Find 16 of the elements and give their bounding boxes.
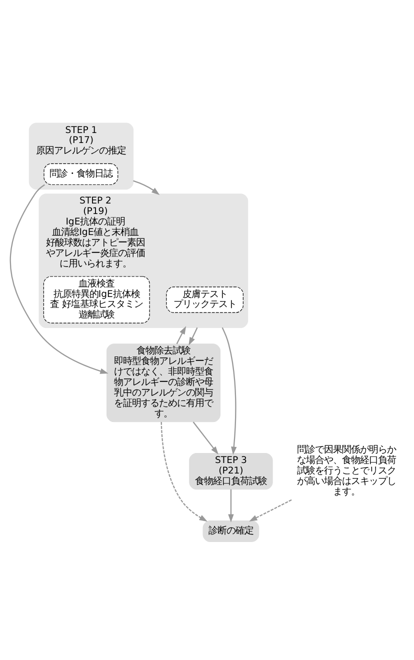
arrow xyxy=(160,422,208,522)
arrow xyxy=(222,327,237,455)
node-box: 診断の確定 xyxy=(202,520,260,542)
arrow xyxy=(228,489,234,522)
arrow xyxy=(176,326,186,344)
arrow xyxy=(249,499,292,522)
node-box: 食物除去試験 即時型食物アレルギーだけではなく、非即時型食物アレルギーの診断や母乳中のアレルゲンの関与を証明するために有用です。 xyxy=(106,344,220,422)
arrow xyxy=(188,327,198,346)
node-text: 問診で因果関係が明らかな場合や、食物経口負荷試験を行うことでリスクが高い場合はスキップします。 xyxy=(297,444,396,498)
node-box: 問診・食物日誌 xyxy=(44,163,118,185)
node-box: 皮膚テスト プリックテスト xyxy=(166,286,244,313)
arrow xyxy=(133,180,160,195)
node-box: STEP 3 (P21) 食物経口負荷試験 xyxy=(189,453,273,490)
node-box: 血液検査 抗原特異的IgE抗体検査 好塩基球ヒスタミン遊離試験 xyxy=(43,276,150,324)
arrow xyxy=(10,184,108,374)
arrow xyxy=(192,422,218,455)
